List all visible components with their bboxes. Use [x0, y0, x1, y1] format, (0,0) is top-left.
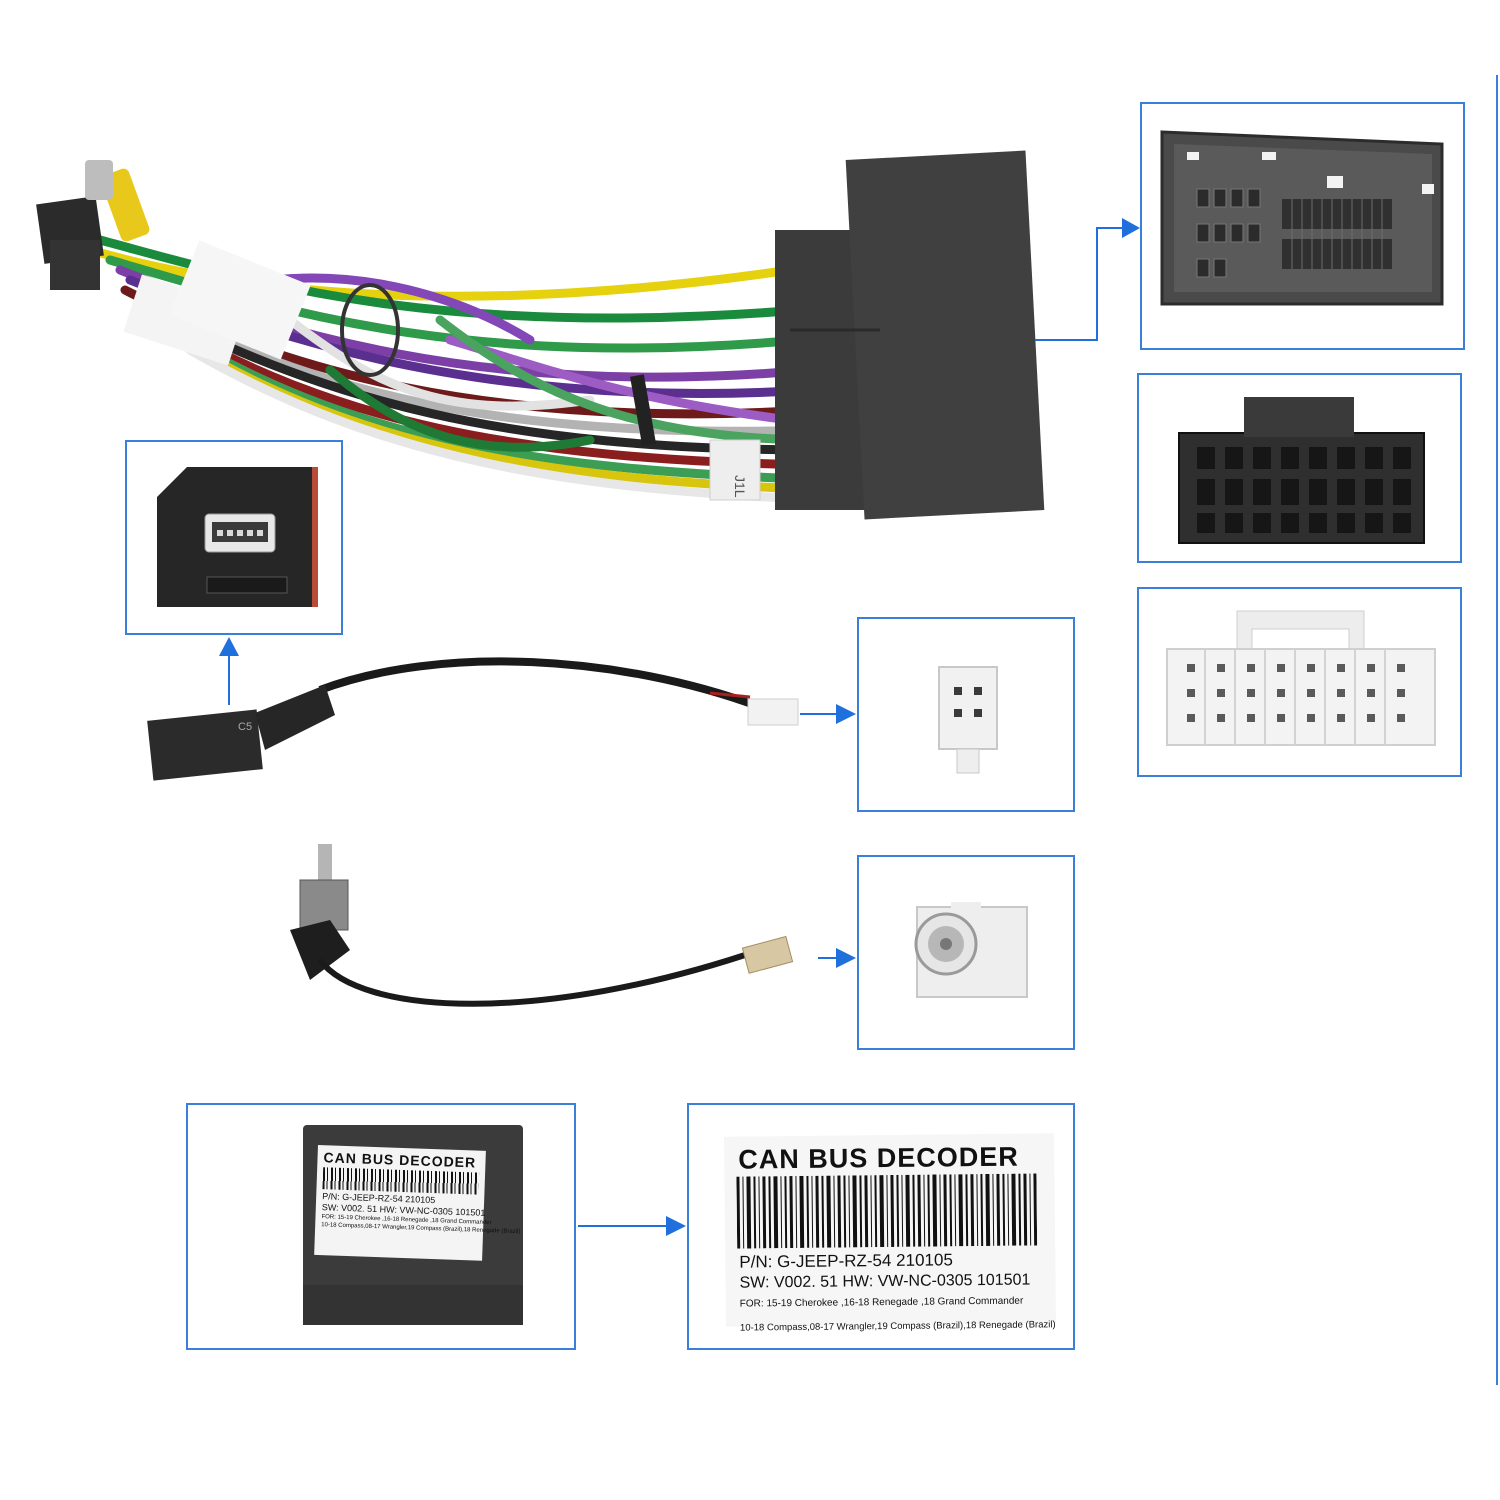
page-side-rule	[1496, 75, 1498, 1385]
arrow-head-quadlock	[1122, 218, 1140, 238]
decoder-label-barcode	[736, 1173, 1038, 1249]
antenna-adapter-cable	[290, 844, 794, 1007]
decoder-box-label: CAN BUS DECODER P/N: G-JEEP-RZ-54 210105…	[314, 1145, 521, 1261]
can-bus-decoder-box: CAN BUS DECODER P/N: G-JEEP-RZ-54 210105…	[186, 1103, 576, 1350]
decoder-label-part-number: P/N: G-JEEP-RZ-54 210105	[739, 1250, 953, 1272]
quadlock-connector-detail	[1140, 102, 1465, 350]
usb-connector-detail	[125, 440, 343, 635]
harness-tag-text: J1L	[732, 475, 748, 498]
fakra-antenna-plug-detail	[857, 855, 1075, 1050]
usb-plug-text: C5	[238, 721, 252, 733]
decoder-label-title: CAN BUS DECODER	[738, 1141, 1019, 1175]
decoder-box-barcode	[322, 1167, 480, 1195]
16-pin-black-connector-detail	[1137, 373, 1462, 563]
usb-cable: C5	[147, 657, 799, 781]
decoder-label-fit-1: FOR: 15-19 Cherokee ,16-18 Renegade ,18 …	[739, 1295, 1024, 1310]
can-bus-decoder-label: CAN BUS DECODER P/N: G-JEEP-RZ-54	[687, 1103, 1075, 1350]
decoder-label-sticker: CAN BUS DECODER P/N: G-JEEP-RZ-54	[724, 1133, 1056, 1334]
4-pin-white-plug-detail	[857, 617, 1075, 812]
arrow-head-4pin	[836, 704, 856, 724]
arrow-head-decoder	[666, 1216, 686, 1236]
main-wiring-harness: J1L	[36, 150, 1045, 520]
white-connector-detail	[1137, 587, 1462, 777]
arrow-head-fakra	[836, 948, 856, 968]
decoder-label-fit-2: 10-18 Compass,08-17 Wrangler,19 Compass …	[739, 1319, 1056, 1334]
decoder-label-sw-hw: SW: V002. 51 HW: VW-NC-0305 101501	[739, 1271, 1031, 1292]
